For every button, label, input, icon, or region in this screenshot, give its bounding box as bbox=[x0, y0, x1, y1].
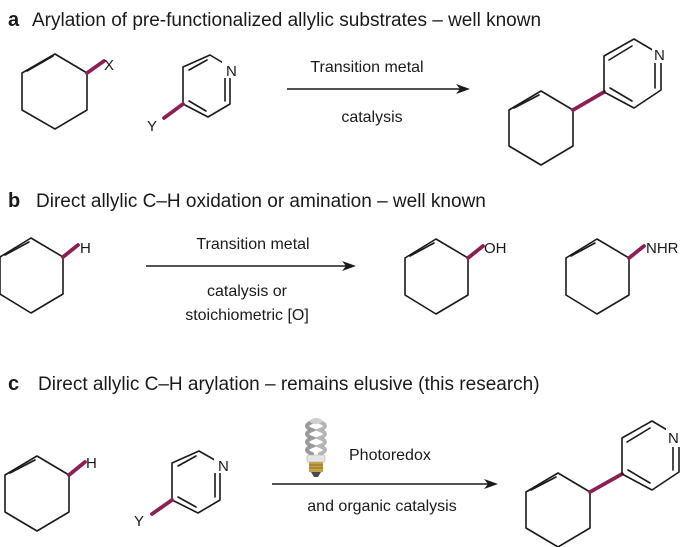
panel-a-letter: a bbox=[8, 9, 20, 31]
panel-b-arrow-bottom-2: stoichiometric [O] bbox=[185, 307, 309, 324]
panel-a: a Arylation of pre-functionalized allyli… bbox=[8, 9, 669, 166]
panel-c-reaction-arrow: Photoredox and organic catalysis bbox=[272, 447, 498, 515]
panel-a-y-label: Y bbox=[147, 118, 157, 135]
panel-b-arrow-top: Transition metal bbox=[196, 236, 309, 253]
panel-a-arrow-bottom: catalysis bbox=[341, 109, 402, 126]
panel-b-title: Direct allylic C–H oxidation or aminatio… bbox=[36, 191, 486, 212]
panel-b-nhr-label: NHR bbox=[646, 240, 679, 257]
panel-a-n-label: N bbox=[226, 63, 237, 80]
panel-b: b Direct allylic C–H oxidation or aminat… bbox=[0, 190, 679, 324]
panel-b-cyclohexenol: OH bbox=[404, 238, 507, 315]
panel-b-cyclohexene-h: H bbox=[0, 237, 91, 314]
panel-a-reaction-arrow: Transition metal catalysis bbox=[287, 59, 470, 126]
panel-c-h-label: H bbox=[86, 455, 97, 472]
panel-a-cyclohexene-x: X bbox=[21, 53, 114, 130]
panel-a-pyridine-y: N Y bbox=[147, 54, 240, 135]
panel-c-product: N bbox=[525, 420, 683, 547]
panel-c: c Direct allylic C–H arylation – remains… bbox=[4, 373, 683, 547]
panel-b-h-label: H bbox=[80, 240, 91, 257]
panel-b-reaction-arrow: Transition metal catalysis or stoichiome… bbox=[146, 236, 356, 324]
panel-b-arrow-bottom-1: catalysis or bbox=[207, 283, 288, 300]
panel-c-n-label: N bbox=[218, 458, 229, 475]
panel-c-pyridine-y: N Y bbox=[134, 450, 232, 530]
panel-c-arrow-top: Photoredox bbox=[349, 447, 431, 464]
panel-c-letter: c bbox=[8, 373, 19, 395]
panel-c-title: Direct allylic C–H arylation – remains e… bbox=[38, 374, 540, 395]
panel-a-product-n-label: N bbox=[654, 47, 665, 64]
panel-b-oh-label: OH bbox=[484, 240, 507, 257]
panel-c-cyclohexene-h: H bbox=[4, 455, 97, 532]
panel-b-cyclohexenyl-amine: NHR bbox=[565, 238, 679, 315]
panel-a-title: Arylation of pre-functionalized allylic … bbox=[32, 10, 541, 31]
panel-a-arrow-top: Transition metal bbox=[310, 59, 423, 76]
panel-a-x-label: X bbox=[104, 57, 114, 74]
light-bulb-icon bbox=[305, 418, 327, 477]
panel-c-product-n-label: N bbox=[668, 430, 679, 447]
panel-a-product: N bbox=[508, 38, 669, 166]
panel-b-letter: b bbox=[8, 190, 20, 212]
panel-c-arrow-bottom: and organic catalysis bbox=[307, 498, 456, 515]
panel-c-y-label: Y bbox=[134, 513, 144, 530]
